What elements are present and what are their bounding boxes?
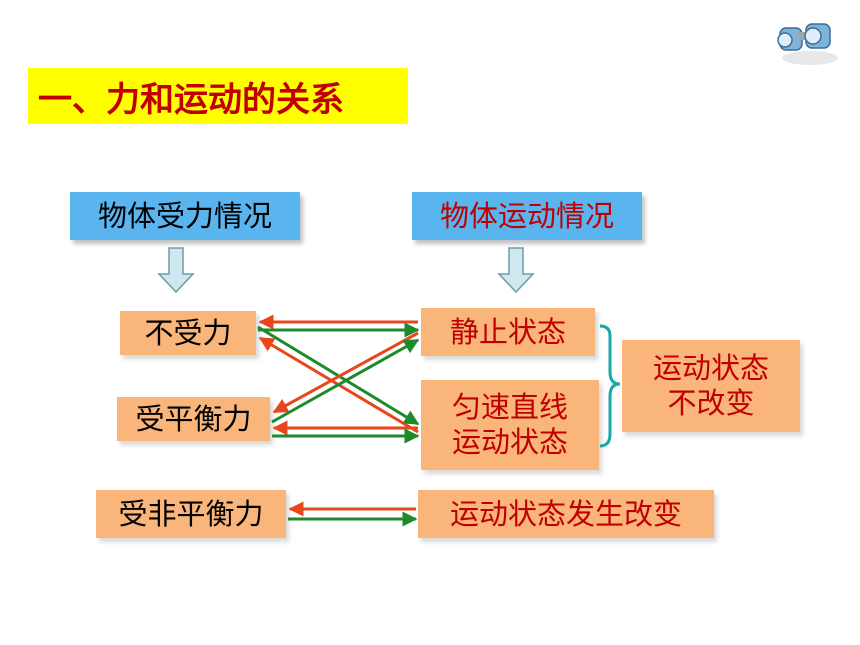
binoculars-icon [777, 23, 838, 65]
motion-header: 物体运动情况 [412, 192, 642, 240]
arrow-rest-to-balanced [272, 331, 419, 414]
force-header: 物体受力情况 [70, 192, 300, 240]
node-uniform-motion: 匀速直线 运动状态 [421, 380, 599, 470]
page-title: 一、力和运动的关系 [28, 68, 408, 124]
arrow-balanced-to-rest [271, 338, 420, 424]
node-balanced-force: 受平衡力 [117, 397, 270, 441]
summary-box: 运动状态 不改变 [622, 340, 800, 432]
node-uniform-motion-line1: 匀速直线 [451, 390, 568, 425]
summary-line2: 不改变 [667, 386, 755, 420]
down-arrow-right [497, 247, 535, 294]
node-unbalanced-force: 受非平衡力 [96, 490, 286, 538]
summary-line1: 运动状态 [652, 351, 769, 386]
node-no-force: 不受力 [120, 311, 256, 355]
node-uniform-motion-line2: 运动状态 [451, 425, 568, 459]
down-arrow-left [157, 247, 195, 294]
node-motion-changes: 运动状态发生改变 [418, 490, 714, 538]
grouping-brace [599, 324, 621, 448]
node-rest: 静止状态 [421, 308, 595, 356]
